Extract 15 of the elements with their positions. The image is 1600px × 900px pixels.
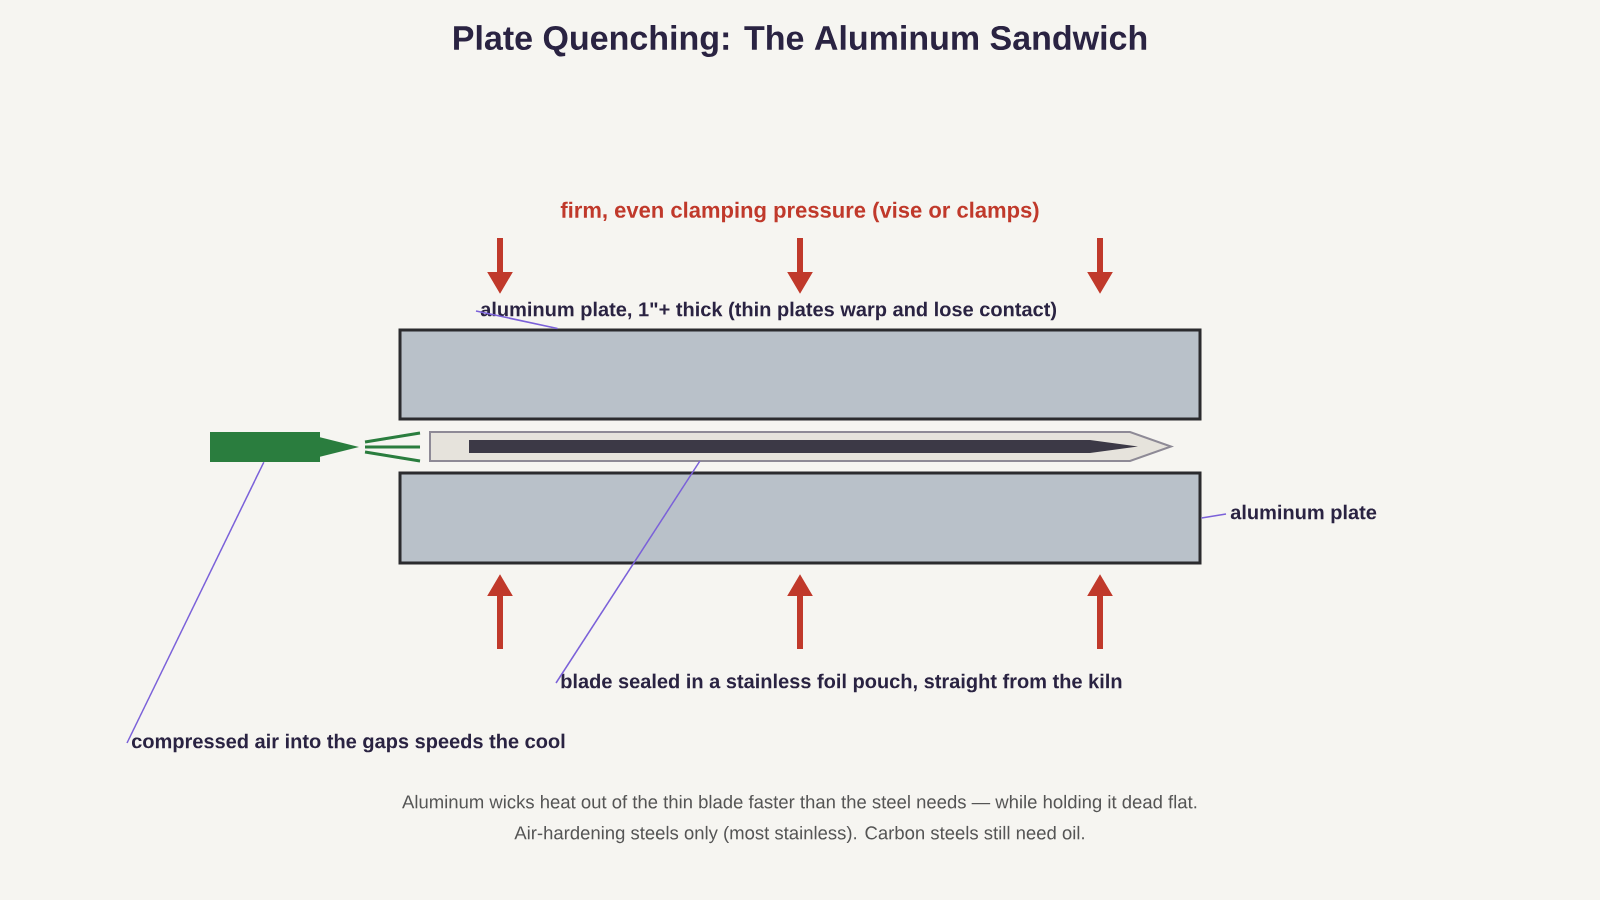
callout-text: aluminum plate, 1"+ thick (thin plates warp and lose contact) [480,301,1057,321]
plate [398,471,1202,565]
leader-line [555,460,701,684]
callout-text: aluminum plate [1230,504,1377,524]
leader-line [475,310,559,330]
caption: Aluminum wicks heat out of the thin blade faster than the steel needs — while holding it dead flat. Air-hardening steels only (most stainless). Carbon steels still need oil. [402,794,1197,844]
title: Plate Quenching: The Aluminum Sandwich [454,25,1147,57]
callout-text: blade sealed in a stainless foil pouch, straight from the kiln [561,673,1122,693]
air-nozzle [210,431,422,463]
blade-pouch [429,431,1174,462]
callout-text: compressed air into the gaps speeds the cool [132,733,565,753]
pressure-label: firm, even clamping pressure (vise or clamps) [560,201,1039,223]
leader-line [1200,513,1227,519]
leader-line [126,461,265,744]
plate [398,328,1202,421]
